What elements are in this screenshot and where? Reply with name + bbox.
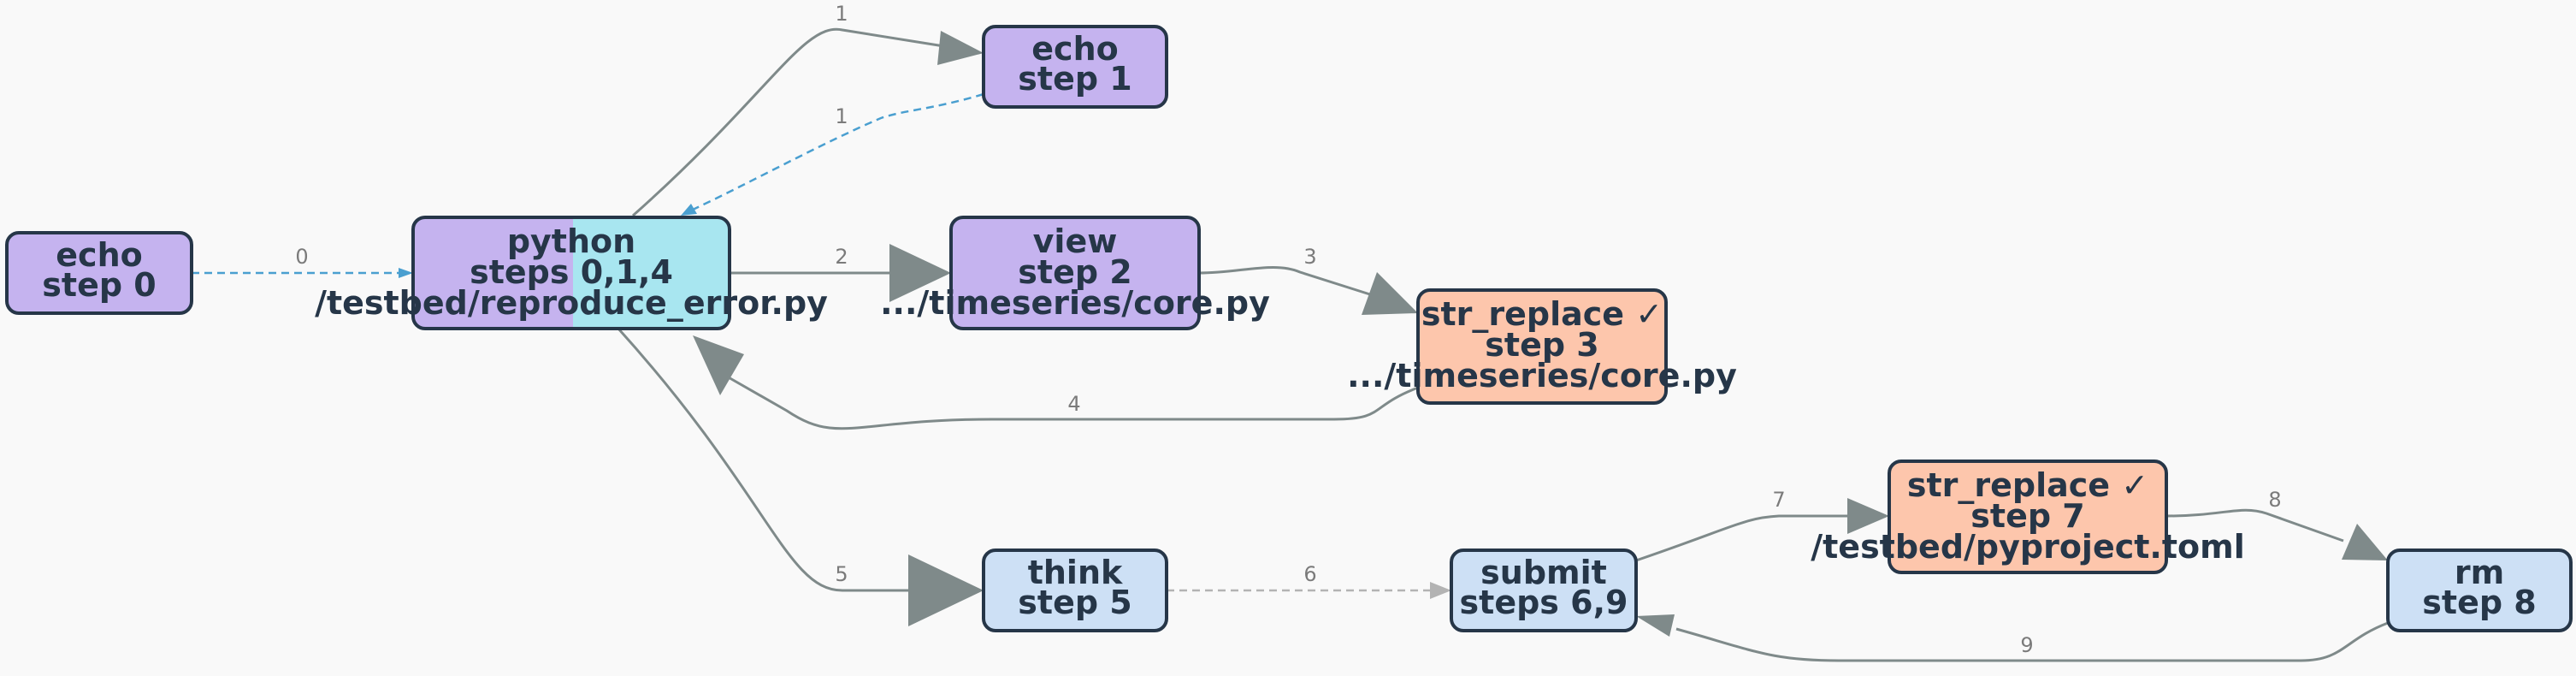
- edge-8-line: [2165, 508, 2344, 543]
- edge-1-return-line: [692, 92, 984, 211]
- edge-1-line: [632, 27, 950, 217]
- node-view-step-2-step: step 2: [1018, 253, 1131, 291]
- node-str-replace-step-3-tool: str_replace ✓: [1421, 295, 1663, 333]
- edge-3: 3: [1198, 245, 1418, 315]
- edge-6-label: 6: [1303, 562, 1316, 586]
- node-echo-step-0-tool: echo: [56, 236, 142, 274]
- node-python-path: /testbed/reproduce_error.py: [315, 284, 828, 322]
- node-view-step-2-box: [949, 216, 1201, 330]
- edge-5: 5: [617, 327, 984, 626]
- edge-3-label: 3: [1303, 245, 1316, 269]
- edge-1-label: 1: [835, 2, 848, 26]
- edge-5-arrowhead: [908, 554, 984, 626]
- node-str-replace-step-3-box: [1416, 288, 1668, 405]
- node-think-step-5[interactable]: think step 5: [982, 549, 1168, 632]
- edge-1-return: 1: [681, 92, 984, 216]
- node-str-replace-step-3-path: .../timeseries/core.py: [1347, 357, 1737, 394]
- edge-3-line: [1198, 265, 1374, 297]
- node-python-fill-purple: [413, 217, 573, 329]
- node-rm-step-8-box: [2386, 549, 2573, 632]
- edge-1-return-arrowhead: [681, 204, 697, 216]
- edge-1-return-label: 1: [835, 104, 848, 128]
- node-echo-step-0-step: step 0: [42, 266, 156, 304]
- edge-1: 1: [632, 2, 984, 217]
- node-submit-box: [1450, 549, 1638, 632]
- edge-0-arrowhead: [399, 268, 413, 278]
- node-str-replace-step-7-step: step 7: [1970, 497, 2084, 535]
- node-submit-steps-6-9[interactable]: submit steps 6,9: [1450, 549, 1638, 632]
- node-view-step-2[interactable]: view step 2 .../timeseries/core.py: [880, 216, 1270, 330]
- node-str-replace-step-7[interactable]: str_replace ✓ step 7 /testbed/pyproject.…: [1811, 460, 2245, 574]
- node-python-box: [411, 216, 731, 330]
- node-view-step-2-path: .../timeseries/core.py: [880, 284, 1270, 322]
- edge-7-arrowhead: [1847, 498, 1889, 534]
- edge-7-label: 7: [1772, 488, 1785, 512]
- node-python-fill-cyan: [573, 217, 730, 329]
- node-think-step-5-tool: think: [1028, 554, 1123, 591]
- edge-4-line: [726, 375, 1419, 430]
- node-rm-step-8[interactable]: rm step 8: [2386, 549, 2573, 632]
- edge-8-label: 8: [2268, 488, 2281, 512]
- node-python-steps-0-1-4[interactable]: python steps 0,1,4 /testbed/reproduce_er…: [315, 216, 828, 330]
- edge-9-label: 9: [2020, 633, 2033, 657]
- edge-5-label: 5: [835, 562, 848, 586]
- edge-6-arrowhead: [1430, 582, 1451, 599]
- node-str-replace-step-7-box: [1888, 460, 2168, 574]
- edge-0: 0: [192, 245, 413, 278]
- node-think-step-5-box: [982, 549, 1168, 632]
- node-str-replace-step-3-step: step 3: [1485, 326, 1598, 364]
- node-str-replace-step-3[interactable]: str_replace ✓ step 3 .../timeseries/core…: [1347, 288, 1737, 405]
- edge-0-label: 0: [295, 245, 308, 269]
- edge-9-arrowhead: [1636, 614, 1675, 637]
- node-think-step-5-step: step 5: [1018, 584, 1131, 621]
- edge-5-line: [617, 327, 915, 592]
- edge-2-arrowhead: [889, 244, 951, 302]
- node-echo-step-1-step: step 1: [1018, 60, 1131, 98]
- node-submit-steps: steps 6,9: [1460, 584, 1628, 621]
- edge-3-arrowhead: [1362, 272, 1418, 315]
- edge-4: 4: [693, 335, 1419, 430]
- edge-9: 9: [1636, 614, 2389, 662]
- node-echo-step-1-tool: echo: [1031, 30, 1118, 68]
- edge-6: 6: [1167, 562, 1451, 599]
- edge-4-arrowhead: [693, 335, 744, 395]
- node-echo-step-1-box: [982, 25, 1168, 109]
- edge-2: 2: [730, 244, 951, 302]
- edge-1-arrowhead: [937, 31, 984, 65]
- node-echo-step-0-box: [5, 231, 193, 315]
- node-rm-step-8-step: step 8: [2422, 584, 2536, 621]
- edge-7: 7: [1635, 488, 1889, 562]
- node-python-steps: steps 0,1,4: [470, 253, 673, 291]
- node-echo-step-1[interactable]: echo step 1: [982, 25, 1168, 109]
- edge-9-line: [1675, 621, 2389, 662]
- node-view-step-2-tool: view: [1033, 222, 1118, 260]
- edge-2-label: 2: [835, 245, 848, 269]
- edge-8: 8: [2165, 488, 2388, 560]
- node-python-tool: python: [507, 222, 635, 260]
- node-echo-step-0[interactable]: echo step 0: [5, 231, 193, 315]
- node-rm-step-8-tool: rm: [2455, 554, 2504, 591]
- node-str-replace-step-7-path: /testbed/pyproject.toml: [1811, 528, 2245, 566]
- edge-7-line: [1635, 514, 1847, 562]
- edge-4-label: 4: [1067, 392, 1080, 416]
- node-str-replace-step-7-tool: str_replace ✓: [1907, 466, 2148, 504]
- node-submit-tool: submit: [1480, 554, 1607, 591]
- edge-8-arrowhead: [2342, 524, 2388, 560]
